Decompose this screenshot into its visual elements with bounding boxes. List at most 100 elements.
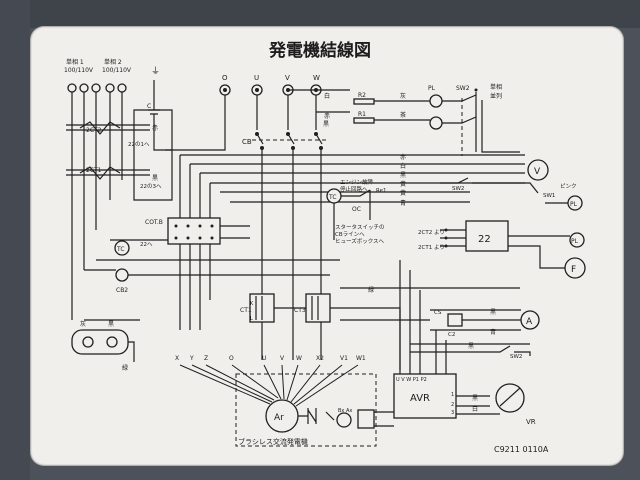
avr-pin-2: 2 bbox=[451, 402, 454, 408]
gen-terminal-w: W bbox=[296, 355, 302, 362]
avr-pin-3: 3 bbox=[451, 410, 454, 416]
engine-fault-note-2: 停止回路へ bbox=[340, 185, 368, 193]
resistor-r1-label: R1 bbox=[358, 111, 366, 118]
gen-terminal-u: U bbox=[262, 355, 266, 362]
current-transformers bbox=[249, 287, 520, 370]
ct1-l-label: L bbox=[250, 316, 253, 322]
ammeter-c2-label: C2 bbox=[448, 332, 455, 338]
bottom-left-outlet bbox=[71, 329, 135, 362]
ammeter-circuit bbox=[430, 309, 540, 331]
supply-2-voltage: 100/110V bbox=[102, 67, 132, 74]
lower-color-black: 黒 bbox=[468, 343, 474, 350]
avr-pin-labels: U V W P1 P2 bbox=[396, 377, 427, 383]
overcurrent-oc-label: OC bbox=[352, 206, 361, 213]
indicator-lamp-circuit bbox=[353, 88, 520, 156]
ammeter-label: A bbox=[526, 317, 533, 327]
main-breaker bbox=[252, 132, 326, 360]
switch-sw2-mid-label: SW2 bbox=[452, 186, 464, 192]
avr-color-white: 白 bbox=[472, 405, 478, 413]
supply-sockets bbox=[67, 80, 172, 320]
pilot-lamp-2-label: PL bbox=[571, 238, 579, 245]
right-side-indicators bbox=[564, 232, 586, 279]
lamp-label: PL bbox=[570, 201, 578, 208]
engine-fault-note-1: エンジン故障 bbox=[340, 178, 374, 186]
bus-color-blue: 青 bbox=[400, 199, 406, 207]
zero-phase-ct-block bbox=[66, 109, 173, 201]
frequency-meter-label: F bbox=[571, 265, 576, 275]
bus-color-black: 黒 bbox=[400, 172, 406, 179]
from-2ct1-label: 2CT1 より bbox=[418, 244, 445, 251]
changeover-switch-block bbox=[96, 217, 340, 261]
gen-terminal-v: V bbox=[280, 355, 285, 362]
bus-color-yellow-1: 黄 bbox=[400, 180, 406, 188]
output-terminals bbox=[165, 84, 350, 151]
switch-sw2-lamp-circuit bbox=[440, 177, 583, 211]
supply-1-voltage: 100/110V bbox=[64, 67, 94, 74]
starter-note-1: スタータスイッチの bbox=[335, 223, 385, 231]
diagram-title: 発電機結線図 bbox=[268, 40, 371, 61]
wire-color-brown: 茶 bbox=[400, 111, 406, 119]
lower-switch-label: SW2 bbox=[510, 354, 522, 360]
mode-parallel-label: 並列 bbox=[490, 92, 502, 100]
zct2-dest-label: 22の1へ bbox=[128, 141, 150, 148]
avr-unit bbox=[393, 260, 525, 419]
outlet-color-green: 緑 bbox=[122, 364, 128, 372]
relay-22-label: 22 bbox=[478, 234, 491, 245]
gen-terminal-o: O bbox=[229, 355, 234, 362]
starter-note-3: ヒューズボックスへ bbox=[335, 237, 385, 245]
starter-note-2: CBラインへ bbox=[335, 231, 365, 238]
gen-terminal-x2: X2 bbox=[316, 355, 324, 362]
wire-color-white-1: 白 bbox=[324, 92, 330, 100]
supply-2-label: 単相 2 bbox=[104, 58, 122, 66]
terminal-u-label: U bbox=[254, 74, 259, 82]
ammeter-color-blue: 青 bbox=[490, 328, 496, 336]
thermal-breaker-cb2 bbox=[84, 240, 330, 321]
outlet-color-black: 黒 bbox=[108, 321, 114, 328]
thermal-breaker-label: TC bbox=[116, 246, 125, 253]
armature-label: Ar bbox=[274, 413, 284, 423]
tc-dest-label: 22へ bbox=[140, 242, 153, 248]
wire-color-red-1: 赤 bbox=[324, 113, 330, 120]
frame-left bbox=[0, 0, 30, 480]
ammeter-color-black: 黒 bbox=[490, 309, 496, 316]
wire-color-pink: ピンク bbox=[560, 183, 577, 190]
wire-color-black-1: 黒 bbox=[323, 121, 329, 128]
supply-1-label: 単相 1 bbox=[66, 58, 84, 66]
resistor-r2-label: R2 bbox=[358, 92, 366, 99]
gen-terminal-v1: V1 bbox=[340, 355, 348, 362]
terminal-o-label: O bbox=[222, 74, 228, 82]
voltage-regulator-label: VR bbox=[526, 418, 536, 426]
changeover-switch-label: COT.B bbox=[145, 219, 163, 226]
ct1-label: CT1 bbox=[240, 307, 252, 314]
exciter-label: Bx Ax bbox=[338, 408, 352, 414]
selector-switch-label: SW2 bbox=[456, 85, 470, 92]
terminal-v-label: V bbox=[285, 74, 290, 82]
bus-color-red: 赤 bbox=[400, 154, 406, 161]
brushless-alternator bbox=[179, 364, 394, 447]
ct3-label: CT3 bbox=[294, 307, 306, 314]
terminal-w-label: W bbox=[313, 74, 320, 82]
frame-top bbox=[0, 0, 640, 28]
avr-color-black: 黒 bbox=[472, 395, 478, 402]
relay-22-block bbox=[440, 220, 570, 269]
voltmeter bbox=[527, 159, 549, 181]
breaker-cb2-label: CB2 bbox=[116, 287, 128, 294]
zct-color-black: 黒 bbox=[152, 175, 158, 182]
gen-terminal-x: X bbox=[175, 355, 179, 362]
outlet-color-gray: 灰 bbox=[80, 320, 86, 328]
capacitor-label: C bbox=[147, 103, 151, 110]
bus-color-yellow-2: 黄 bbox=[400, 189, 406, 197]
pilot-lamp-label: PL bbox=[428, 85, 436, 92]
zct2-label: 2CT2 bbox=[86, 127, 102, 134]
gen-terminal-y: Y bbox=[189, 355, 194, 362]
switch-sw1-label: SW1 bbox=[543, 193, 555, 199]
ct-wire-green: 緑 bbox=[368, 286, 374, 294]
relay-re1-label: Re1 bbox=[376, 188, 386, 194]
zct-color-red: 赤 bbox=[152, 125, 158, 132]
mode-single-phase-label: 単相 bbox=[490, 83, 502, 91]
from-2ct2-label: 2CT2 より bbox=[418, 229, 445, 236]
ammeter-cs-label: CS bbox=[434, 310, 442, 316]
zct1-label: 2CT1 bbox=[86, 167, 102, 174]
lower-switch-circuit bbox=[410, 343, 531, 356]
voltmeter-label: V bbox=[534, 167, 541, 177]
